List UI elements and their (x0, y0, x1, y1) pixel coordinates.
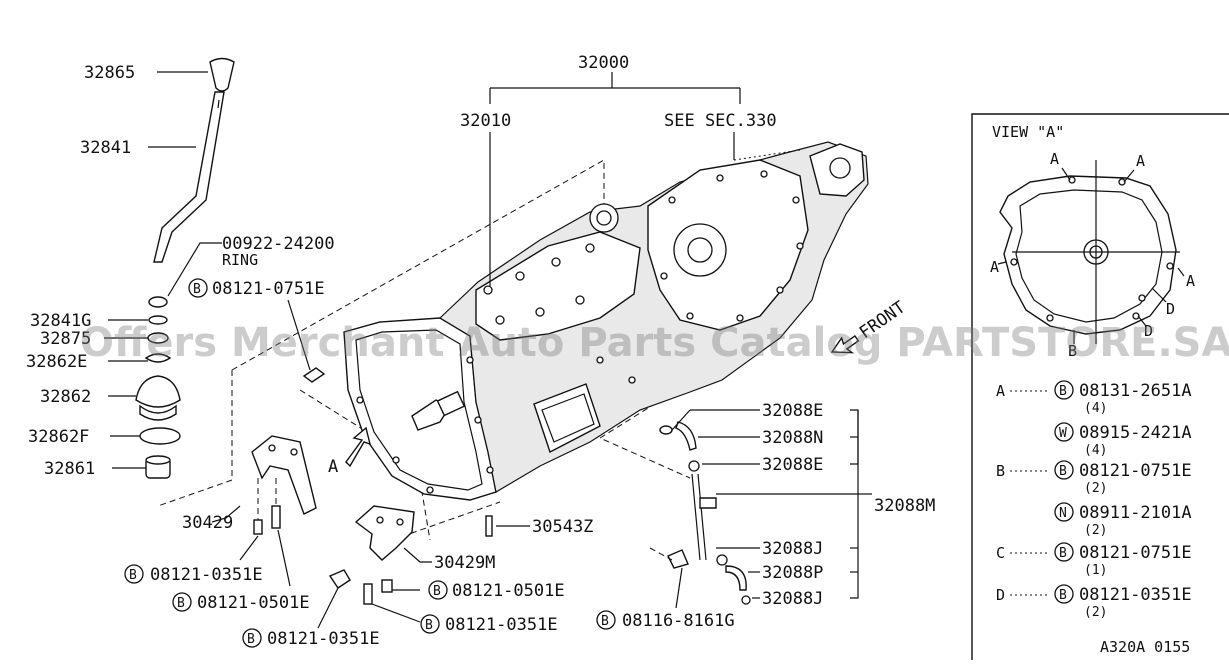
label-32861: 32861 (44, 459, 95, 479)
legend-symbol-2: W (1059, 426, 1067, 441)
label-32088j-2: 32088J (762, 589, 823, 609)
label-08121-0501e-b: 08121-0501E (452, 581, 565, 601)
label-32841g: 32841G (30, 311, 91, 331)
bolt-symbol: B (177, 596, 185, 611)
view-point-a-4: A (1186, 272, 1195, 290)
legend-qty-1: (4) (1084, 401, 1107, 416)
label-30429m: 30429M (434, 553, 495, 573)
label-08116-8161g: 08116-8161G (622, 611, 735, 631)
legend-key-b: B (996, 462, 1005, 480)
label-32875: 32875 (40, 329, 91, 349)
legend-qty-3: (2) (1084, 481, 1107, 496)
legend-symbol-3: B (1059, 464, 1067, 479)
case-bolts (356, 170, 804, 494)
legend-qty-2: (4) (1084, 443, 1107, 458)
label-see-sec-330: SEE SEC.330 (664, 111, 777, 131)
legend-key-d: D (996, 586, 1005, 604)
shift-lever-assembly (135, 57, 235, 479)
label-08121-0351e-b: 08121-0351E (267, 629, 380, 649)
view-point-b: B (1068, 342, 1077, 360)
side-cover (533, 383, 601, 453)
ring-part (148, 296, 168, 308)
bolt-symbol: B (425, 618, 433, 633)
legend-part-5: 08121-0751E (1079, 543, 1192, 563)
clip-32862e (144, 353, 172, 363)
bracket-30429m (317, 505, 432, 629)
legend-part-6: 08121-0351E (1079, 585, 1192, 605)
stud-30543z (485, 515, 530, 537)
legend-symbol-5: B (1059, 546, 1067, 561)
bolt-symbol: B (433, 584, 441, 599)
seal-32841g (148, 315, 168, 325)
label-32862: 32862 (40, 387, 91, 407)
view-point-a-2: A (1136, 152, 1145, 170)
bolt-symbol: B (193, 282, 201, 297)
legend-part-1: 08131-2651A (1079, 381, 1192, 401)
breather-hose-assembly (649, 409, 872, 609)
label-32862f: 32862F (28, 427, 89, 447)
shifter-leaders (104, 71, 222, 469)
shift-lever (153, 91, 225, 263)
legend-symbol-6: B (1059, 588, 1067, 603)
label-08121-0501e-a: 08121-0501E (197, 593, 310, 613)
bolt-symbol: B (247, 632, 255, 647)
label-30543z: 30543Z (532, 517, 593, 537)
label-32865: 32865 (84, 63, 135, 83)
view-a-legend: A B 08131-2651A (4) W 08915-2421A (4) B … (996, 380, 1192, 620)
boot-32862 (135, 375, 181, 408)
label-08121-0751e-top: 08121-0751E (212, 279, 325, 299)
bracket-30429 (211, 435, 317, 587)
legend-part-3: 08121-0751E (1079, 461, 1192, 481)
label-32088e-2: 32088E (762, 455, 823, 475)
view-a-arrow: A (328, 426, 371, 477)
legend-symbol-4: N (1059, 506, 1067, 521)
label-30429: 30429 (182, 513, 233, 533)
label-ring: RING (222, 251, 258, 269)
rear-extension (647, 159, 809, 331)
label-32088e-1: 32088E (762, 401, 823, 421)
top-cover (475, 231, 641, 341)
bolt-symbol: B (601, 614, 609, 629)
band-32862f (139, 427, 181, 445)
arrow-a-label: A (328, 457, 338, 477)
view-point-a-1: A (1050, 150, 1059, 168)
label-32010: 32010 (460, 111, 511, 131)
legend-qty-5: (1) (1084, 563, 1107, 578)
shift-knob (209, 57, 235, 92)
legend-part-4: 08911-2101A (1079, 503, 1192, 523)
label-32088m: 32088M (874, 496, 935, 516)
legend-qty-4: (2) (1084, 523, 1107, 538)
label-32088j-1: 32088J (762, 539, 823, 559)
bolt-symbol: B (129, 568, 137, 583)
view-point-d-2: D (1144, 322, 1153, 340)
label-08121-0351e-a: 08121-0351E (150, 565, 263, 585)
label-08121-0351e-c: 08121-0351E (445, 615, 558, 635)
label-00922-24200: 00922-24200 (222, 234, 335, 254)
legend-key-a: A (996, 382, 1005, 400)
part-labels: 32865 32841 00922-24200 RING B 08121-075… (26, 53, 935, 649)
label-32088n: 32088N (762, 428, 823, 448)
label-32088p: 32088P (762, 563, 823, 583)
view-a-title: VIEW "A" (992, 123, 1064, 141)
label-32000: 32000 (578, 53, 629, 73)
transmission-assembly (302, 141, 869, 501)
label-32841: 32841 (80, 138, 131, 158)
legend-symbol-1: B (1059, 384, 1067, 399)
view-point-d-1: D (1166, 300, 1175, 318)
legend-qty-6: (2) (1084, 605, 1107, 620)
watermark: Offers Merchant Auto Parts Catalog PARTS… (80, 320, 1229, 366)
footer-code: A320A 0155 (1100, 638, 1190, 656)
label-32862e: 32862E (26, 352, 87, 372)
view-point-a-3: A (990, 258, 999, 276)
view-a-panel: VIEW "A" A A A A D D B A (971, 113, 1229, 660)
legend-part-2: 08915-2421A (1079, 423, 1192, 443)
legend-key-c: C (996, 544, 1005, 562)
top-leaders (489, 72, 801, 286)
